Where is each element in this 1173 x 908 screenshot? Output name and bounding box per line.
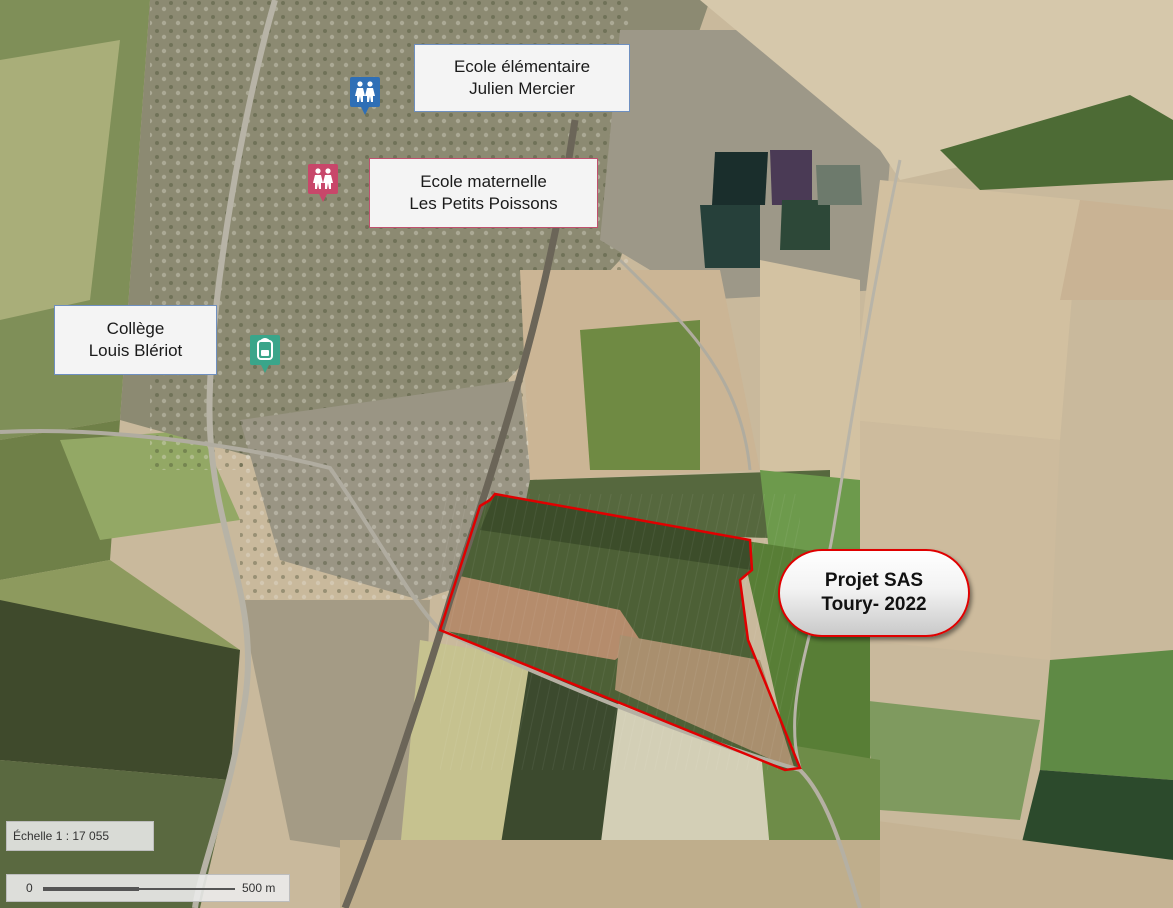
scale-bar-segment xyxy=(43,887,139,891)
ecole-elementaire-name: Ecole élémentaire xyxy=(453,57,591,76)
scale-bar-end: 500 m xyxy=(242,881,276,895)
ecole-maternelle-subname: Les Petits Poissons xyxy=(409,194,558,213)
college-subname: Louis Blériot xyxy=(88,341,183,360)
scale-ratio: Échelle 1 : 17 055 xyxy=(6,821,154,851)
scale-bar-start: 0 xyxy=(26,881,33,895)
children-school-icon[interactable] xyxy=(306,162,340,206)
ecole-elementaire-subname: Julien Mercier xyxy=(469,79,575,98)
project-subtitle: Toury- 2022 xyxy=(821,594,927,615)
backpack-icon[interactable] xyxy=(248,333,282,377)
project-parcel-outline[interactable] xyxy=(438,492,802,772)
project-label: Projet SAS Toury- 2022 xyxy=(778,549,970,637)
project-title: Projet SAS xyxy=(824,570,924,591)
scale-ratio-text: Échelle 1 : 17 055 xyxy=(13,829,110,843)
ecole-maternelle-name: Ecole maternelle xyxy=(420,172,547,191)
children-school-icon[interactable] xyxy=(348,75,382,119)
college-name: Collège xyxy=(106,319,165,338)
college-label: Collège Louis Blériot xyxy=(54,305,217,375)
scale-bar-line xyxy=(43,888,235,890)
ecole-elementaire-label: Ecole élémentaire Julien Mercier xyxy=(414,44,630,112)
ecole-maternelle-label: Ecole maternelle Les Petits Poissons xyxy=(369,158,598,228)
scale-bar: 0 500 m xyxy=(6,874,290,902)
